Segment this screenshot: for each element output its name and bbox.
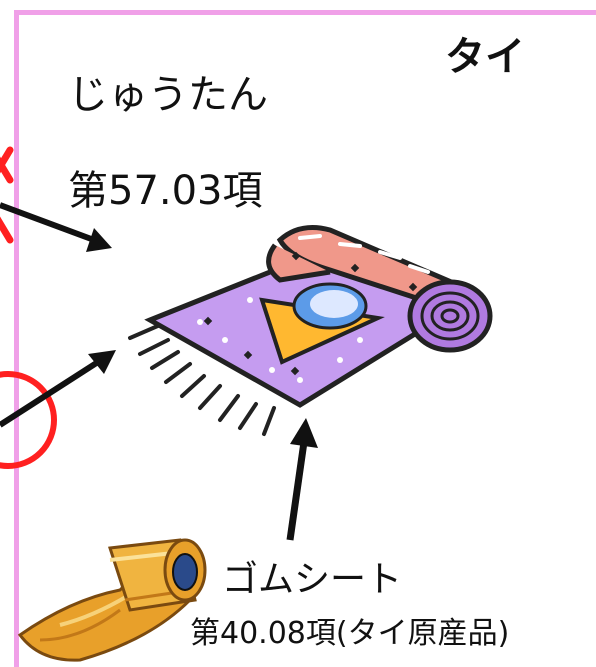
arrow-to-rug-from-circle <box>0 350 116 428</box>
roll-end-spiral <box>407 279 493 353</box>
frame-top-line <box>14 10 596 15</box>
product-heading: 第57.03項 <box>68 168 263 214</box>
arrow-from-rubber-to-rug <box>286 418 318 541</box>
component-name: ゴムシート <box>222 559 403 600</box>
arrow-to-rug-from-cross <box>0 202 112 252</box>
rug-clipart <box>128 225 493 436</box>
circle-mark-icon <box>0 371 57 469</box>
rubber-sheet-roll-clipart <box>17 538 207 662</box>
frame-left-line <box>14 10 19 667</box>
component-heading: 第40.08項(タイ原産品) <box>190 616 510 651</box>
cross-mark-icon <box>0 146 14 244</box>
country-label: タイ <box>445 34 525 80</box>
product-name: じゅうたん <box>68 72 268 118</box>
